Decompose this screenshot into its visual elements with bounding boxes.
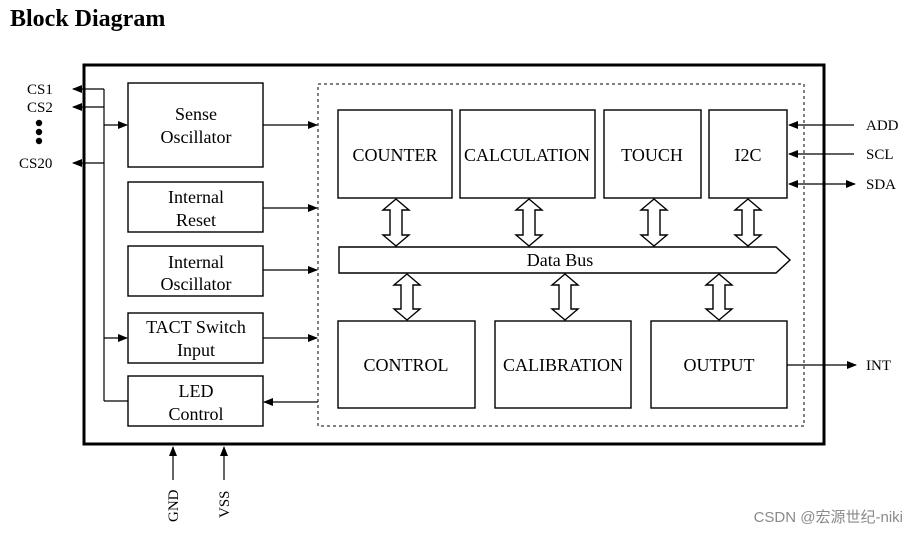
calibration-bus-double-arrow xyxy=(550,273,580,321)
internal-oscillator-label-2: Oscillator xyxy=(161,274,232,294)
control-bus-double-arrow xyxy=(392,273,422,321)
output-label: OUTPUT xyxy=(684,355,755,375)
pin-sda-label: SDA xyxy=(866,177,896,193)
ellipsis-dot xyxy=(35,128,43,136)
sense-oscillator-label-1: Sense xyxy=(175,104,217,124)
calculation-block xyxy=(459,109,596,199)
led-control-block xyxy=(127,375,264,427)
calibration-block xyxy=(494,320,632,409)
chip-outline xyxy=(82,63,826,446)
i2c-label: I2C xyxy=(735,145,762,165)
pin-scl-label: SCL xyxy=(866,147,894,163)
pin-int-label: INT xyxy=(866,358,891,374)
touch-label: TOUCH xyxy=(621,145,683,165)
watermark: CSDN @宏源世纪-niki xyxy=(754,509,903,526)
page-title: Block Diagram xyxy=(10,6,165,32)
internal-reset-label-1: Internal xyxy=(168,187,224,207)
pin-cs1-label: CS1 xyxy=(27,82,53,98)
tact-switch-input-label-1: TACT Switch xyxy=(146,317,246,337)
i2c-block xyxy=(708,109,788,199)
i2c-bus-double-arrow xyxy=(733,198,763,247)
output-bus-double-arrow xyxy=(704,273,734,321)
touch-bus-double-arrow xyxy=(639,198,669,247)
internal-reset-label-2: Reset xyxy=(176,210,216,230)
pin-cs2-label: CS2 xyxy=(27,100,53,116)
data-bus-label: Data Bus xyxy=(527,250,594,270)
ellipsis-dot xyxy=(35,119,43,127)
control-block xyxy=(337,320,476,409)
pin-gnd-label: GND xyxy=(166,489,182,522)
pin-cs20-label: CS20 xyxy=(19,156,52,172)
counter-label: COUNTER xyxy=(353,145,438,165)
sense-oscillator-label-2: Oscillator xyxy=(161,127,232,147)
tact-switch-input-label-2: Input xyxy=(177,340,215,360)
data-bus xyxy=(338,246,792,274)
pin-vss-label: VSS xyxy=(217,490,233,518)
internal-reset-block xyxy=(127,181,264,233)
internal-oscillator-label-1: Internal xyxy=(168,252,224,272)
pin-add-label: ADD xyxy=(866,118,899,134)
counter-block xyxy=(337,109,453,199)
internal-oscillator-block xyxy=(127,245,264,297)
calibration-label: CALIBRATION xyxy=(503,355,623,375)
control-label: CONTROL xyxy=(364,355,449,375)
counter-bus-double-arrow xyxy=(381,198,411,247)
calculation-label: CALCULATION xyxy=(464,145,590,165)
core-region xyxy=(317,83,805,427)
led-control-label-1: LED xyxy=(179,381,214,401)
ellipsis-dot xyxy=(35,137,43,145)
sense-oscillator-block xyxy=(127,82,264,168)
led-control-label-2: Control xyxy=(168,404,223,424)
calculation-bus-double-arrow xyxy=(514,198,544,247)
touch-block xyxy=(603,109,702,199)
